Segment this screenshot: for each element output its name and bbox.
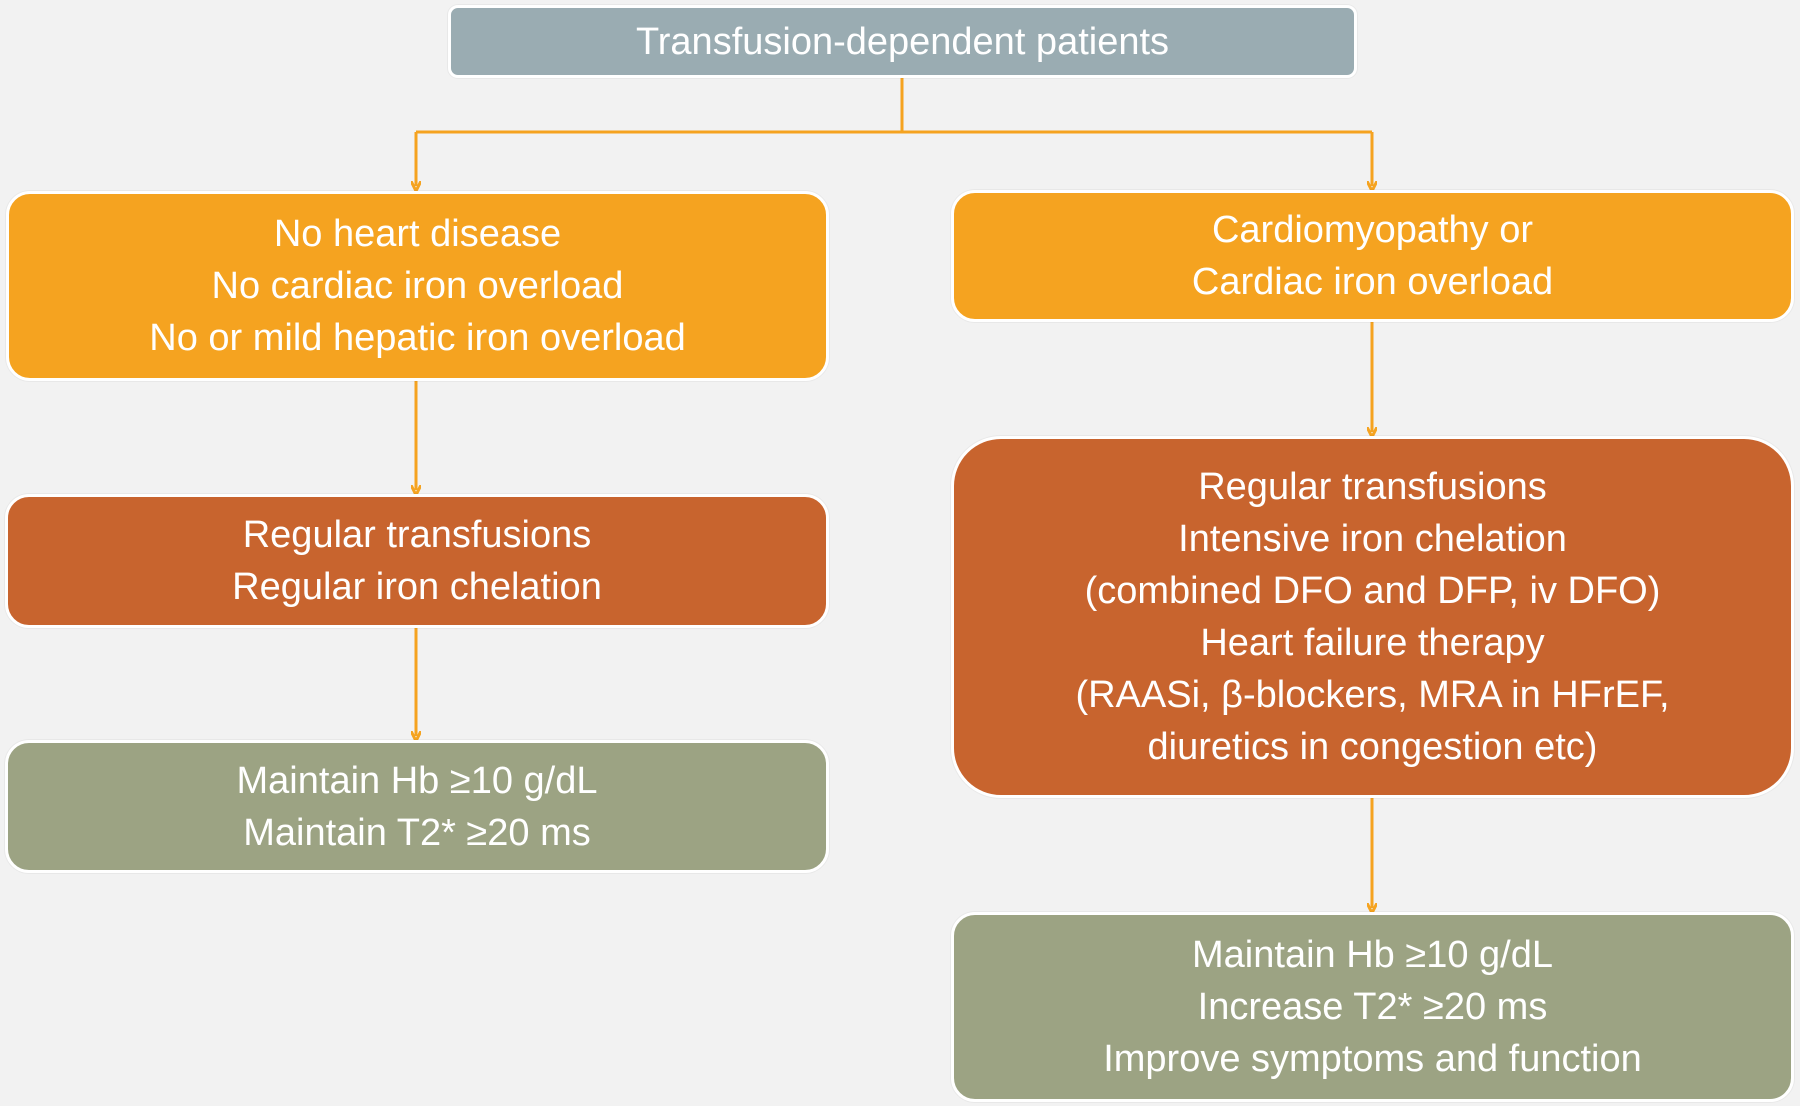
- left-goal-line-2: Maintain T2* ≥20 ms: [243, 811, 591, 854]
- left-goal-node: Maintain Hb ≥10 g/dL Maintain T2* ≥20 ms: [5, 740, 829, 873]
- right-condition-node: Cardiomyopathy or Cardiac iron overload: [951, 190, 1794, 322]
- right-condition-line-1: Cardiomyopathy or: [1211, 209, 1534, 251]
- left-condition-line-2: No cardiac iron overload: [211, 265, 624, 307]
- root-line-1: Transfusion-dependent patients: [635, 20, 1170, 63]
- left-condition-line-1: No heart disease: [273, 213, 562, 255]
- left-condition-node: No heart disease No cardiac iron overloa…: [6, 191, 829, 381]
- right-goal-line-2: Increase T2* ≥20 ms: [1197, 986, 1548, 1028]
- left-condition-line-3: No or mild hepatic iron overload: [149, 317, 686, 359]
- left-treatment-node: Regular transfusions Regular iron chelat…: [5, 494, 829, 628]
- right-condition-line-2: Cardiac iron overload: [1191, 261, 1554, 303]
- right-goal-node: Maintain Hb ≥10 g/dL Increase T2* ≥20 ms…: [951, 912, 1794, 1102]
- left-treatment-line-2: Regular iron chelation: [232, 566, 602, 608]
- right-treatment-line-5: (RAASi, β-blockers, MRA in HFrEF,: [1075, 674, 1670, 716]
- right-treatment-line-4: Heart failure therapy: [1200, 622, 1545, 664]
- right-goal-line-3: Improve symptoms and function: [1103, 1038, 1642, 1080]
- right-treatment-node: Regular transfusions Intensive iron chel…: [951, 436, 1794, 798]
- root-node-transfusion-dependent: Transfusion-dependent patients: [448, 5, 1357, 78]
- left-treatment-line-1: Regular transfusions: [242, 514, 592, 556]
- right-treatment-line-6: diuretics in congestion etc): [1147, 726, 1598, 768]
- right-treatment-line-2: Intensive iron chelation: [1178, 518, 1567, 560]
- right-goal-line-1: Maintain Hb ≥10 g/dL: [1192, 934, 1553, 976]
- right-treatment-line-3: (combined DFO and DFP, iv DFO): [1084, 570, 1661, 612]
- right-treatment-line-1: Regular transfusions: [1198, 466, 1547, 508]
- left-goal-line-1: Maintain Hb ≥10 g/dL: [236, 759, 598, 802]
